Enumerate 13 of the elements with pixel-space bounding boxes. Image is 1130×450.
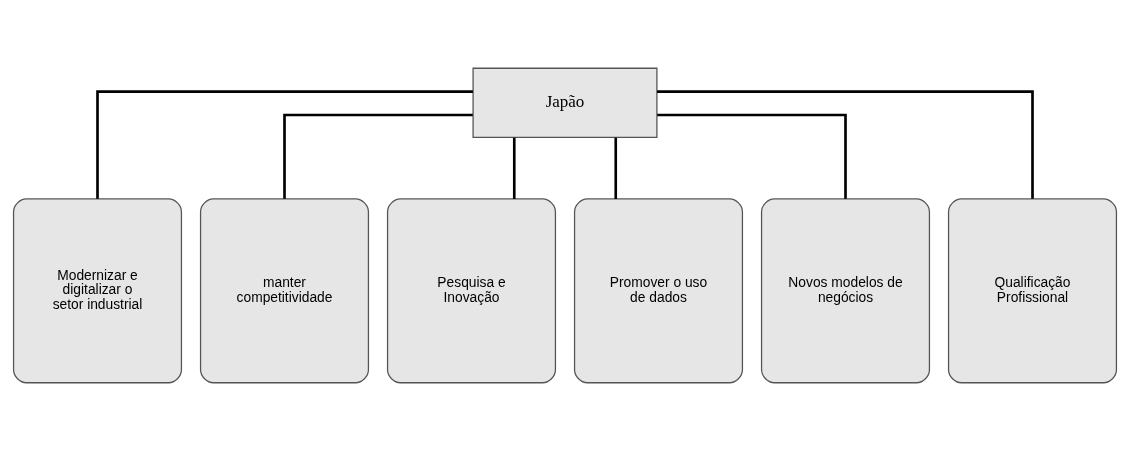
node-box: Pesquisa e Inovação — [386, 197, 557, 383]
node-box: Japão — [472, 67, 658, 138]
connector — [283, 113, 473, 199]
connector — [512, 137, 516, 199]
node-box: Promover o uso de dados — [573, 197, 744, 383]
node-box: Modernizar e digitalizar o setor industrial — [12, 197, 183, 383]
connector — [96, 89, 473, 199]
node-box: Qualificação Profissional — [947, 197, 1118, 383]
node-box: Novos modelos de negócios — [760, 197, 931, 383]
connector — [657, 113, 847, 199]
connector — [614, 137, 618, 199]
connector — [657, 89, 1034, 199]
node-box: manter competitividade — [199, 197, 370, 383]
